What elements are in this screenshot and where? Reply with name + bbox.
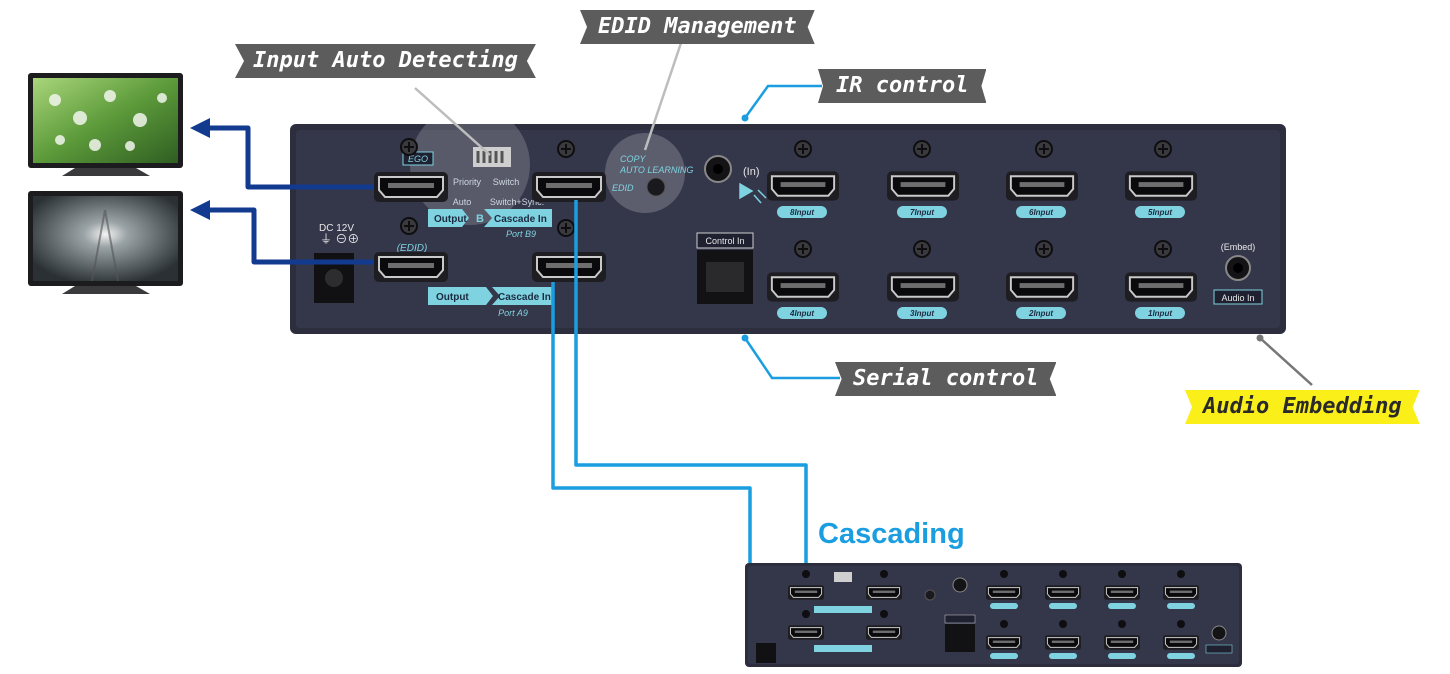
copy-label: COPY — [620, 154, 647, 164]
edid-button — [646, 177, 666, 197]
svg-text:⏚ ⊖⊕: ⏚ ⊖⊕ — [320, 232, 359, 246]
callout-audio-embedding: Audio Embedding — [1185, 390, 1420, 424]
output-a-letter: A — [477, 291, 485, 303]
hdmi-input-4 — [767, 272, 839, 302]
tv-monitor-bottom — [28, 191, 183, 294]
dc-label: DC 12V — [319, 223, 354, 234]
ego-label: EGO — [408, 154, 428, 164]
input-7-label: 7Input — [910, 208, 934, 217]
cascading-title: Cascading — [818, 518, 965, 550]
callout-ir-control: IR control — [818, 69, 987, 103]
leader-audio — [1259, 337, 1313, 386]
cable-output-b-to-tv — [190, 118, 374, 190]
leader-ir — [743, 84, 822, 119]
edid-button-label: EDID — [612, 183, 634, 193]
ir-in-label: (In) — [743, 166, 760, 178]
audio-in-label: Audio In — [1221, 293, 1254, 303]
input-3-label: 3Input — [910, 309, 934, 318]
tv-monitor-top — [28, 73, 183, 176]
hdmi-input-6 — [1006, 171, 1078, 201]
main-matrix-device: DC 12V ⏚ ⊖⊕ EGO Priority Auto Switch Swi… — [290, 105, 1286, 334]
embed-label: (Embed) — [1221, 242, 1256, 252]
input-2-label: 2Input — [1028, 309, 1053, 318]
switch-label: Switch — [493, 177, 520, 187]
cascade-in-b-label: Cascade In — [494, 214, 547, 225]
input-6-label: 6Input — [1029, 208, 1053, 217]
cable-cascade-a — [551, 282, 770, 634]
ir-icon — [739, 182, 767, 204]
input-1-label: 1Input — [1148, 309, 1172, 318]
input-4-label: 4Input — [789, 309, 814, 318]
priority-label: Priority — [453, 177, 482, 187]
hdmi-input-5 — [1125, 171, 1197, 201]
leader-edid — [643, 39, 684, 151]
callout-input-auto-detecting: Input Auto Detecting — [235, 44, 536, 78]
hdmi-port-output-b — [374, 172, 448, 202]
switch-sync-label: Switch+Sync. — [490, 197, 544, 207]
hdmi-port-output-a — [374, 252, 448, 282]
cascade-in-a-label: Cascade In — [498, 292, 551, 303]
leader-serial — [743, 337, 840, 380]
control-in-label: Control In — [705, 236, 744, 246]
input-8-label: 8Input — [790, 208, 814, 217]
leader-input-auto — [414, 87, 491, 156]
cascaded-matrix-device — [745, 563, 1242, 667]
hdmi-input-2 — [1006, 272, 1078, 302]
callout-edid-management: EDID Management — [580, 10, 815, 44]
auto-learning-label: AUTO LEARNING — [619, 165, 693, 175]
output-a-label: Output — [436, 292, 469, 303]
output-b-letter: B — [476, 213, 484, 225]
output-b-label: Output — [434, 214, 467, 225]
cable-output-a-to-tv — [190, 200, 374, 265]
callout-serial-control: Serial control — [835, 362, 1057, 396]
cable-cascade-b — [574, 200, 808, 572]
hdmi-port-cascade-b9 — [532, 172, 606, 202]
edid-port-label: (EDID) — [397, 243, 428, 254]
input-5-label: 5Input — [1148, 208, 1172, 217]
hdmi-input-3 — [887, 272, 959, 302]
hdmi-port-cascade-a9 — [532, 252, 606, 282]
hdmi-input-7 — [887, 171, 959, 201]
hdmi-input-8 — [767, 171, 839, 201]
hdmi-input-1 — [1125, 272, 1197, 302]
port-a9-label: Port A9 — [498, 308, 528, 318]
auto-label: Auto — [453, 197, 472, 207]
port-b9-label: Port B9 — [506, 229, 536, 239]
